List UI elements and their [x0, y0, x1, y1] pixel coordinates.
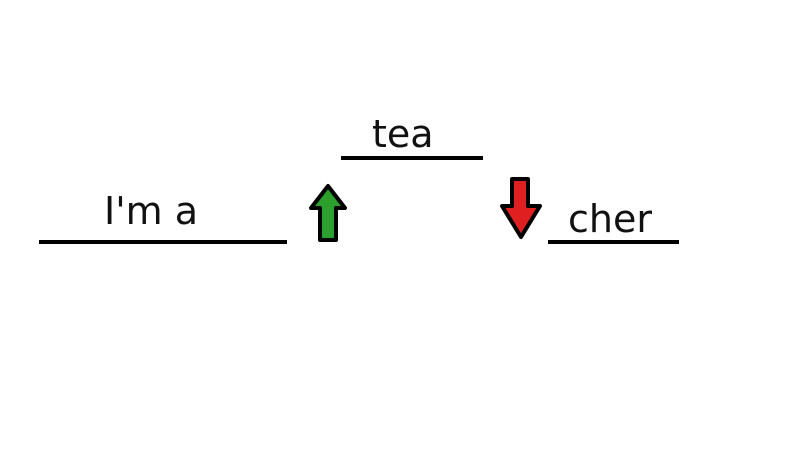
word-cher: cher — [568, 197, 652, 241]
baseline-line-high — [341, 156, 483, 160]
baseline-line-low-left — [39, 240, 287, 244]
word-im-a: I'm a — [104, 189, 199, 233]
up-arrow-icon — [309, 184, 347, 242]
word-tea: tea — [372, 112, 434, 156]
baseline-line-low-right — [548, 240, 679, 244]
down-arrow-icon — [500, 177, 542, 239]
